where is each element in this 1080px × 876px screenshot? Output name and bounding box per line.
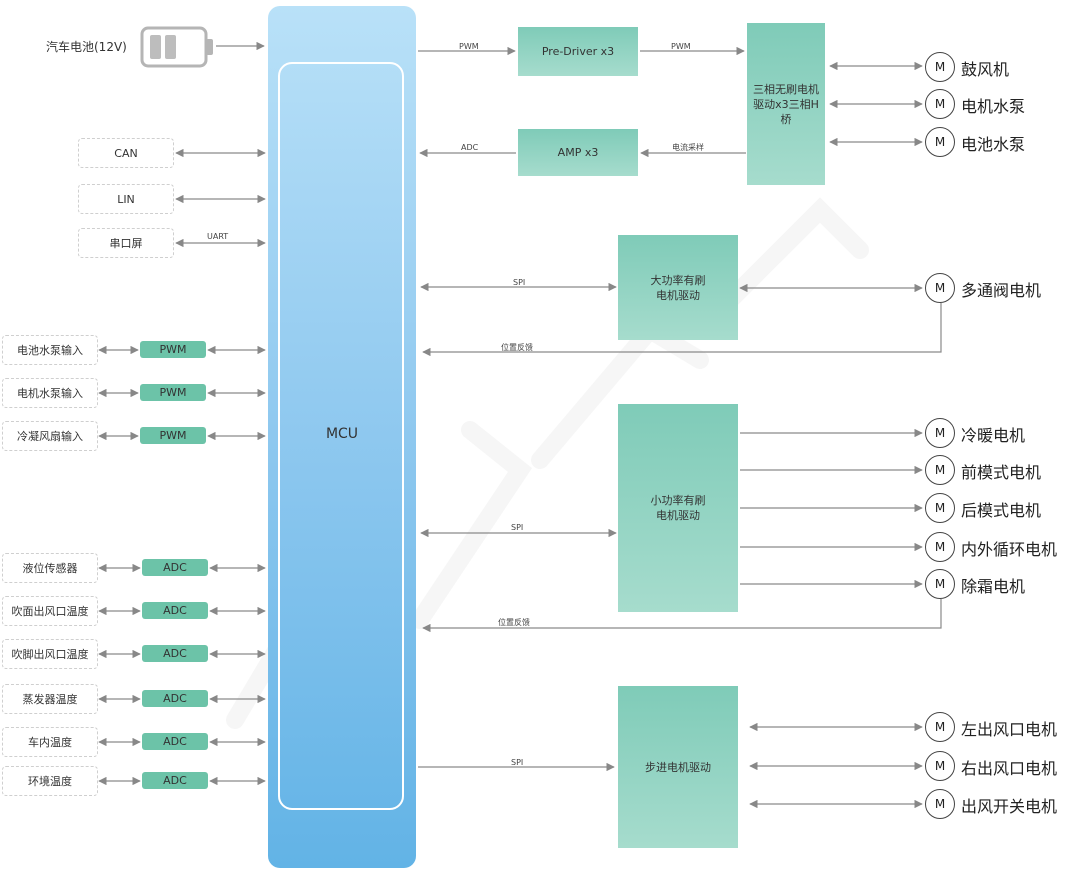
signal-label: SPI [511, 523, 524, 532]
battery-label: 汽车电池(12V) [46, 40, 127, 54]
motor-icon: M [925, 52, 955, 82]
motor-label: 多通阀电机 [961, 281, 1042, 300]
pwm-input-label: 电机水泵输入 [2, 378, 98, 408]
serial-screen-box: 串口屏 [78, 228, 174, 258]
motor-icon: M [925, 569, 955, 599]
adc-input-label: 液位传感器 [2, 553, 98, 583]
motor-label: 冷暖电机 [961, 426, 1026, 445]
signal-label: SPI [511, 758, 524, 767]
adc-input-label: 车内温度 [2, 727, 98, 757]
signal-label: PWM [671, 42, 691, 51]
pwm-pill: PWM [140, 384, 206, 401]
motor-icon: M [925, 127, 955, 157]
adc-pill: ADC [142, 602, 208, 619]
pwm-pill: PWM [140, 427, 206, 444]
motor-label: 右出风口电机 [961, 759, 1058, 778]
motor-icon: M [925, 418, 955, 448]
motor-icon: M [925, 89, 955, 119]
motor-label: 电机水泵 [961, 97, 1026, 116]
motor-label: 除霜电机 [961, 577, 1026, 596]
motor-label: 左出风口电机 [961, 720, 1058, 739]
adc-pill: ADC [142, 690, 208, 707]
adc-input-label: 吹脚出风口温度 [2, 639, 98, 669]
adc-pill: ADC [142, 559, 208, 576]
motor-label: 前模式电机 [961, 463, 1042, 482]
signal-label: ADC [461, 143, 479, 152]
mcu-label: MCU [325, 426, 359, 442]
signal-label: PWM [459, 42, 479, 51]
motor-label: 后模式电机 [961, 501, 1042, 520]
motor-icon: M [925, 493, 955, 523]
amp-block: AMP x3 [518, 129, 638, 176]
bldc-driver-block: 三相无刷电机驱动x3三相H桥 [747, 23, 825, 185]
pwm-input-label: 冷凝风扇输入 [2, 421, 98, 451]
predriver-block: Pre-Driver x3 [518, 27, 638, 76]
pwm-pill: PWM [140, 341, 206, 358]
position-feedback-line [422, 599, 942, 633]
adc-input-label: 吹面出风口温度 [2, 596, 98, 626]
motor-label: 电池水泵 [961, 135, 1026, 154]
motor-icon: M [925, 789, 955, 819]
can-box: CAN [78, 138, 174, 168]
motor-label: 内外循环电机 [961, 540, 1058, 559]
adc-pill: ADC [142, 645, 208, 662]
big-brushed-driver-block: 大功率有刷电机驱动 [618, 235, 738, 340]
stepper-driver-block: 步进电机驱动 [618, 686, 738, 848]
lin-box: LIN [78, 184, 174, 214]
adc-input-label: 环境温度 [2, 766, 98, 796]
motor-icon: M [925, 712, 955, 742]
motor-label: 鼓风机 [961, 60, 1010, 79]
signal-label: 电流采样 [672, 143, 704, 152]
adc-pill: ADC [142, 772, 208, 789]
uart-label: UART [207, 232, 229, 241]
motor-icon: M [925, 532, 955, 562]
signal-label: 位置反馈 [501, 343, 533, 352]
motor-icon: M [925, 751, 955, 781]
motor-label: 出风开关电机 [961, 797, 1058, 816]
adc-pill: ADC [142, 733, 208, 750]
small-brushed-driver-block: 小功率有刷电机驱动 [618, 404, 738, 612]
pwm-input-label: 电池水泵输入 [2, 335, 98, 365]
mcu-inner-frame [278, 62, 404, 810]
motor-icon: M [925, 273, 955, 303]
motor-icon: M [925, 455, 955, 485]
signal-label: 位置反馈 [498, 618, 530, 627]
battery-icon [140, 26, 213, 68]
mcu-block [268, 6, 416, 868]
position-feedback-line [422, 303, 942, 357]
adc-input-label: 蒸发器温度 [2, 684, 98, 714]
signal-label: SPI [513, 278, 526, 287]
